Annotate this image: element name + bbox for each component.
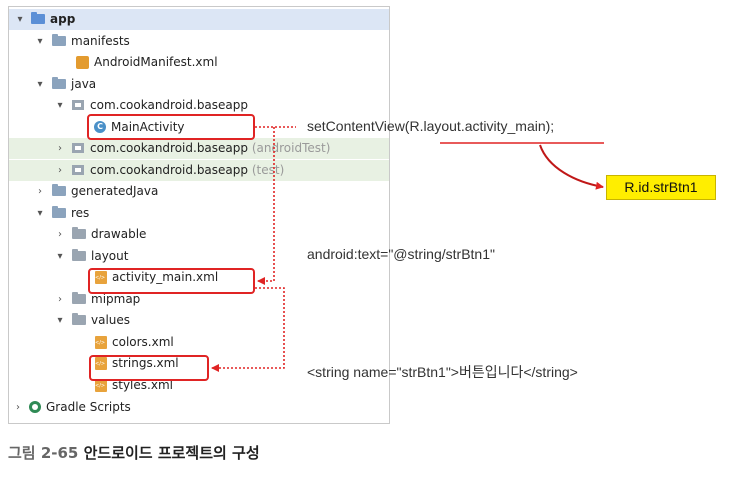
- expand-arrow-icon[interactable]: ›: [58, 294, 62, 305]
- manifest-file-icon: [76, 56, 89, 69]
- highlight-strings-xml: [89, 355, 209, 381]
- tree-row-java[interactable]: ▾ java: [9, 74, 389, 95]
- xml-file-icon: [95, 271, 107, 284]
- folder-icon: [52, 206, 66, 218]
- tree-row-strings-xml[interactable]: strings.xml: [9, 353, 389, 374]
- tree-label: generatedJava: [71, 184, 159, 198]
- tree-label: MainActivity: [111, 120, 185, 134]
- tree-row-app[interactable]: ▾ app: [9, 9, 389, 30]
- tree-row-activity-main-xml[interactable]: activity_main.xml: [9, 267, 389, 288]
- tree-row-main-activity[interactable]: C MainActivity: [9, 117, 389, 138]
- highlight-main-activity: [87, 114, 255, 140]
- folder-icon: [72, 292, 86, 304]
- folder-icon: [72, 227, 86, 239]
- tree-label: strings.xml: [112, 356, 179, 370]
- tree-label: drawable: [91, 227, 147, 241]
- tree-label: app: [50, 12, 76, 26]
- tree-row-manifests[interactable]: ▾ manifests: [9, 31, 389, 52]
- module-folder-icon: [31, 12, 45, 24]
- folder-icon: [72, 313, 86, 325]
- tree-row-package-main[interactable]: ▾ com.cookandroid.baseapp: [9, 95, 389, 116]
- expand-arrow-icon[interactable]: ▾: [37, 208, 43, 219]
- tree-label: styles.xml: [112, 378, 173, 392]
- tree-row-generated-java[interactable]: › generatedJava: [9, 181, 389, 202]
- project-tree-panel: ▾ app ▾ manifests AndroidManifest.xml ▾ …: [8, 6, 390, 424]
- android-text-attribute: android:text="@string/strBtn1": [307, 246, 495, 262]
- tree-label: Gradle Scripts: [46, 400, 131, 414]
- class-icon: C: [94, 121, 106, 133]
- tree-row-gradle-scripts[interactable]: › Gradle Scripts: [9, 397, 389, 418]
- folder-icon: [52, 34, 66, 46]
- tree-row-res[interactable]: ▾ res: [9, 203, 389, 224]
- expand-arrow-icon[interactable]: ›: [58, 229, 62, 240]
- tree-row-package-test[interactable]: › com.cookandroid.baseapp (test): [9, 160, 389, 181]
- tree-label: java: [71, 77, 97, 91]
- tree-label: AndroidManifest.xml: [94, 55, 218, 69]
- expand-arrow-icon[interactable]: ▾: [37, 79, 43, 90]
- tree-row-styles-xml[interactable]: styles.xml: [9, 375, 389, 396]
- string-resource-tag: <string name="strBtn1">버튼입니다</string>: [307, 364, 578, 380]
- folder-icon: [52, 184, 66, 196]
- tree-row-values[interactable]: ▾ values: [9, 310, 389, 331]
- figure-caption: 그림 2-65 안드로이드 프로젝트의 구성: [8, 442, 260, 463]
- package-icon: [72, 100, 84, 110]
- expand-arrow-icon[interactable]: ›: [58, 165, 62, 176]
- tree-label: layout: [91, 249, 129, 263]
- curved-arrow-to-callout: [539, 144, 604, 190]
- tree-row-colors-xml[interactable]: colors.xml: [9, 332, 389, 353]
- xml-file-icon: [95, 379, 107, 392]
- expand-arrow-icon[interactable]: ›: [16, 402, 20, 413]
- figure-title: 안드로이드 프로젝트의 구성: [83, 444, 260, 462]
- tree-label: res: [71, 206, 90, 220]
- expand-arrow-icon[interactable]: ▾: [57, 100, 63, 111]
- folder-icon: [72, 249, 86, 261]
- expand-arrow-icon[interactable]: ▾: [57, 251, 63, 262]
- expand-arrow-icon[interactable]: ›: [38, 186, 42, 197]
- expand-arrow-icon[interactable]: ▾: [17, 14, 23, 25]
- package-icon: [72, 165, 84, 175]
- set-content-view-code: setContentView(R.layout.activity_main);: [307, 118, 555, 134]
- tree-row-mipmap[interactable]: › mipmap: [9, 289, 389, 310]
- resource-id-callout: R.id.strBtn1: [606, 175, 716, 200]
- expand-arrow-icon[interactable]: ›: [58, 143, 62, 154]
- tree-row-drawable[interactable]: › drawable: [9, 224, 389, 245]
- tree-label: manifests: [71, 34, 130, 48]
- figure-number: 그림 2-65: [8, 444, 79, 462]
- tree-row-android-manifest[interactable]: AndroidManifest.xml: [9, 52, 389, 73]
- tree-row-layout[interactable]: ▾ layout: [9, 246, 389, 267]
- tree-label: colors.xml: [112, 335, 174, 349]
- tree-label: com.cookandroid.baseapp (test): [90, 163, 285, 177]
- tree-label: activity_main.xml: [112, 270, 219, 284]
- expand-arrow-icon[interactable]: ▾: [37, 36, 43, 47]
- folder-icon: [52, 77, 66, 89]
- highlight-activity-main-xml: [88, 268, 255, 294]
- tree-label: values: [91, 313, 131, 327]
- gradle-icon: [29, 401, 41, 413]
- tree-row-package-android-test[interactable]: › com.cookandroid.baseapp (androidTest): [9, 138, 389, 159]
- tree-label-suffix: (androidTest): [251, 141, 331, 155]
- tree-label: mipmap: [91, 292, 141, 306]
- package-icon: [72, 143, 84, 153]
- tree-label: com.cookandroid.baseapp (androidTest): [90, 141, 331, 155]
- xml-file-icon: [95, 357, 107, 370]
- tree-label-suffix: (test): [251, 163, 285, 177]
- expand-arrow-icon[interactable]: ▾: [57, 315, 63, 326]
- xml-file-icon: [95, 336, 107, 349]
- tree-label: com.cookandroid.baseapp: [90, 98, 249, 112]
